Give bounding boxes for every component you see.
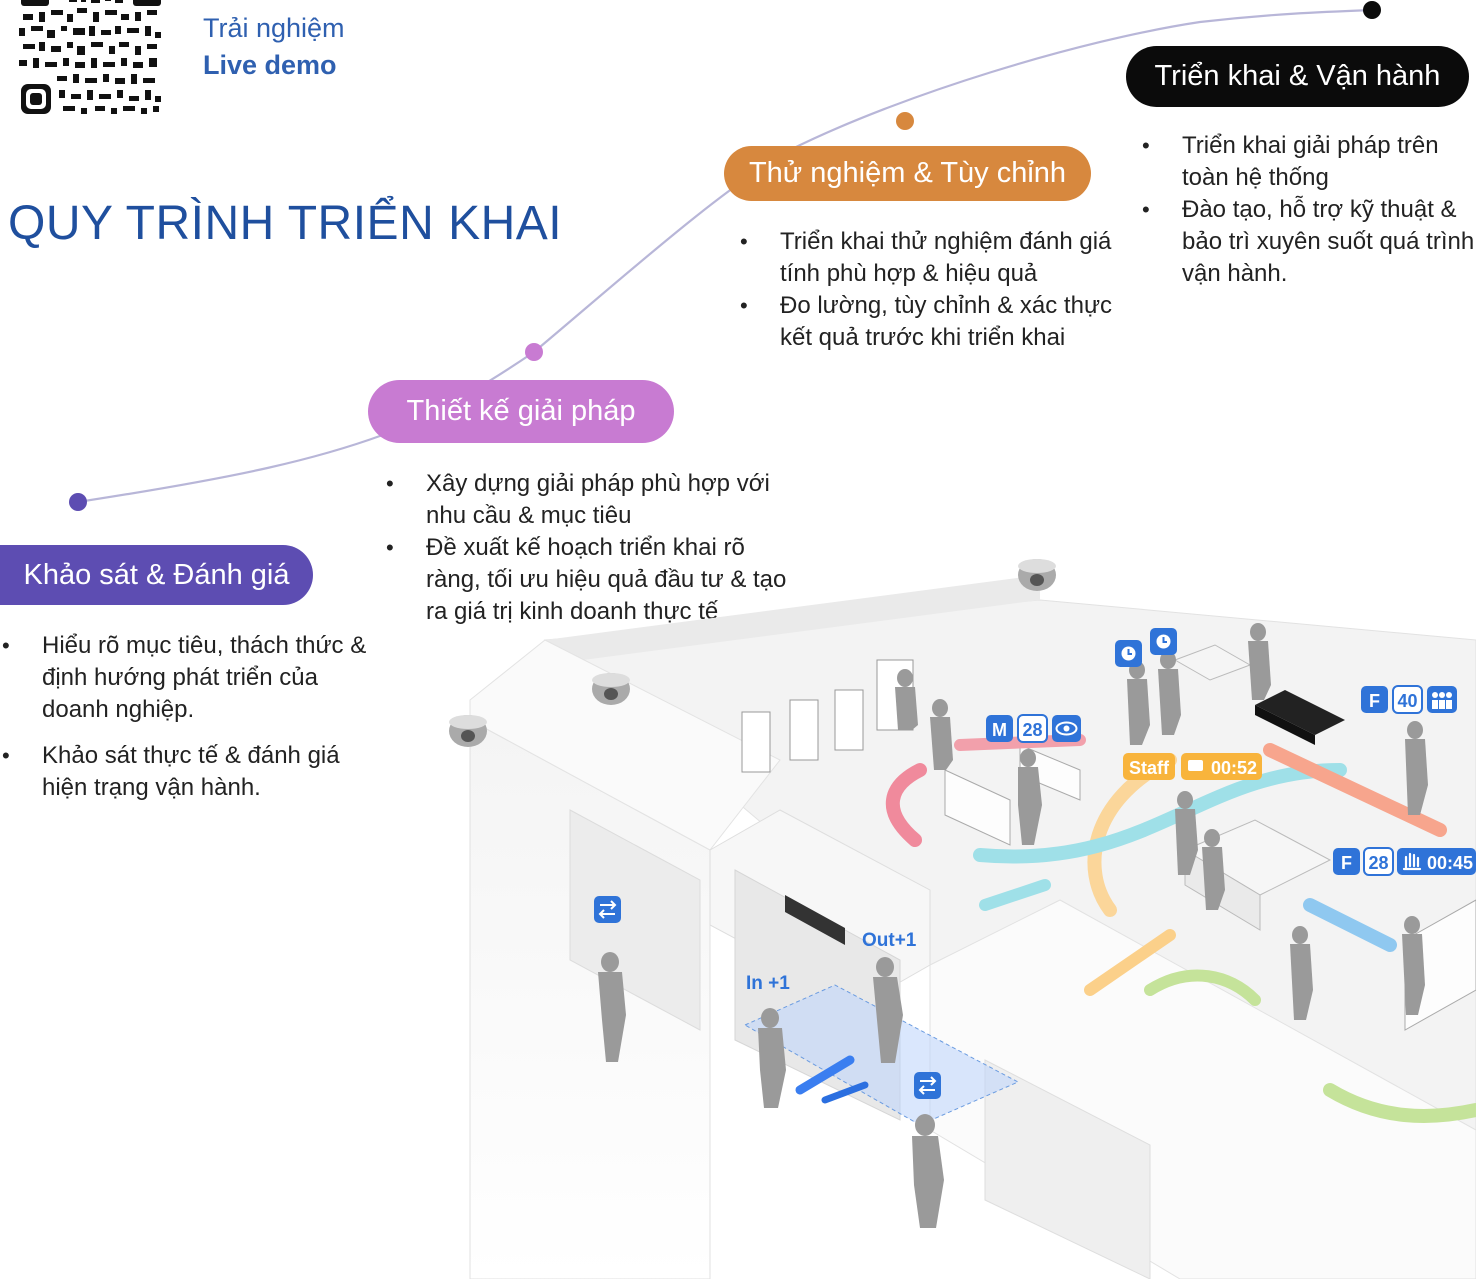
dwell-timer: 00:45 [1427, 853, 1473, 873]
camera-icon [592, 673, 630, 705]
in-counter: In +1 [746, 973, 790, 994]
age-tag: 28 [1368, 853, 1388, 873]
bullet-item: Đo lường, tùy chỉnh & xác thực kết quả t… [740, 290, 1120, 354]
bullet-item: Đào tạo, hỗ trợ kỹ thuật & bảo trì xuyên… [1142, 194, 1476, 290]
step-1-bullets: Hiểu rõ mục tiêu, thách thức & định hướn… [2, 630, 372, 804]
step-3-bullets: Triển khai thử nghiệm đánh giá tính phù … [740, 226, 1120, 354]
bullet-item: Xây dựng giải pháp phù hợp với nhu cầu &… [386, 468, 806, 532]
age-tag: 40 [1397, 691, 1417, 711]
milestone-dot-3 [896, 112, 914, 130]
clock-icon [1115, 640, 1142, 667]
bullet-item: Triển khai giải pháp trên toàn hệ thống [1142, 130, 1476, 194]
page-title: QUY TRÌNH TRIỂN KHAI [8, 197, 563, 250]
hand-icon [1402, 852, 1422, 871]
gender-tag: F [1341, 853, 1352, 873]
bullet-item: Triển khai thử nghiệm đánh giá tính phù … [740, 226, 1120, 290]
milestone-dot-1 [69, 493, 87, 511]
qr-code [15, 0, 165, 120]
bullet-item: Đề xuất kế hoạch triển khai rõ ràng, tối… [386, 532, 806, 628]
live-demo-link[interactable]: Live demo [203, 50, 337, 80]
out-counter: Out+1 [862, 930, 917, 951]
staff-tag: Staff [1129, 758, 1170, 778]
step-pill-design: Thiết kế giải pháp [368, 380, 674, 443]
step-pill-survey: Khảo sát & Đánh giá [0, 545, 313, 605]
milestone-dot-4 [1363, 1, 1381, 19]
age-tag: 28 [1022, 720, 1042, 740]
staff-timer: 00:52 [1211, 758, 1257, 778]
camera-icon [449, 715, 487, 747]
exchange-icon [914, 1072, 941, 1099]
gender-tag: M [992, 720, 1007, 740]
milestone-dot-2 [525, 343, 543, 361]
step-pill-deploy: Triển khai & Vận hành [1126, 46, 1469, 107]
step-4-bullets: Triển khai giải pháp trên toàn hệ thống … [1142, 130, 1476, 290]
camera-icon [1018, 559, 1056, 591]
step-pill-pilot: Thử nghiệm & Tùy chỉnh [724, 146, 1091, 201]
chat-icon [1188, 760, 1203, 771]
exchange-icon [594, 896, 621, 923]
step-2-bullets: Xây dựng giải pháp phù hợp với nhu cầu &… [386, 468, 806, 628]
eye-icon [1052, 715, 1081, 742]
clock-icon [1150, 628, 1177, 655]
demo-caption: Trải nghiệm [203, 13, 345, 43]
gender-tag: F [1369, 691, 1380, 711]
group-icon [1427, 686, 1457, 713]
bullet-item: Khảo sát thực tế & đánh giá hiện trạng v… [2, 740, 372, 804]
bullet-item: Hiểu rõ mục tiêu, thách thức & định hướn… [2, 630, 372, 726]
